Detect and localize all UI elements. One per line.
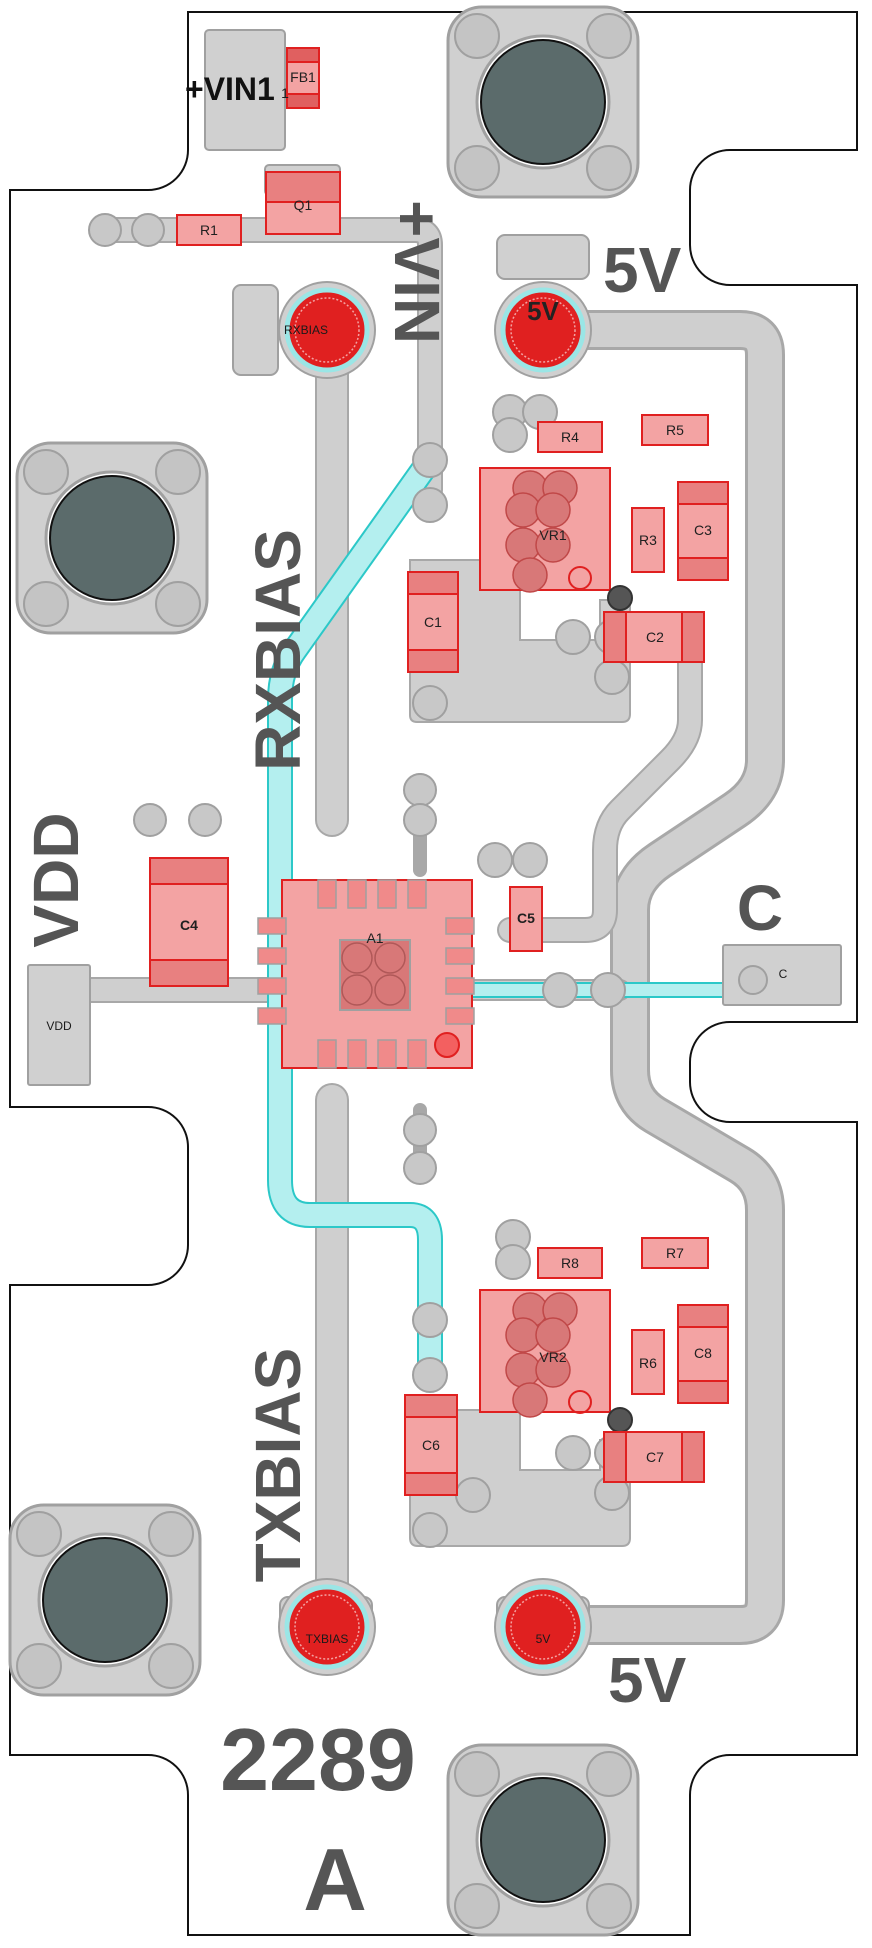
mount-hole-left-upper <box>15 441 209 635</box>
pad-label-txbias: TXBIAS <box>306 1632 349 1646</box>
silkscreen: +VIN1 +VIN 5V RXBIAS VDD C TXBIAS 5V 228… <box>20 71 783 1929</box>
components <box>149 47 729 1496</box>
ref-fb1: FB1 <box>290 69 316 85</box>
ref-c7: C7 <box>646 1449 664 1465</box>
ref-c3: C3 <box>694 522 712 538</box>
r8-footprint <box>537 1247 603 1279</box>
r1-footprint <box>176 214 242 246</box>
silk-c: C <box>737 872 783 944</box>
ref-q1: Q1 <box>294 197 313 213</box>
silk-vin-left: +VIN1 <box>185 71 275 107</box>
silk-revision: A <box>303 1830 367 1929</box>
pad-label-5v-bottom: 5V <box>536 1632 551 1646</box>
ref-r1: R1 <box>200 222 218 238</box>
silk-txbias: TXBIAS <box>242 1348 314 1583</box>
mount-hole-left-lower <box>8 1503 202 1697</box>
silk-vdd: VDD <box>20 812 92 947</box>
ref-fb1-pin: 1 <box>281 85 289 101</box>
ref-r5: R5 <box>666 422 684 438</box>
pad-labels: RXBIAS 5V VDD C TXBIAS 5V <box>46 296 787 1646</box>
silk-rxbias: RXBIAS <box>242 529 314 771</box>
ref-r6: R6 <box>639 1355 657 1371</box>
ref-r4: R4 <box>561 429 579 445</box>
ref-r8: R8 <box>561 1255 579 1271</box>
silk-vin-top: +VIN <box>381 200 453 344</box>
ref-r3: R3 <box>639 532 657 548</box>
pad-label-c: C <box>779 967 788 981</box>
r5-footprint <box>641 414 709 446</box>
mount-hole-bottom-right <box>446 1743 640 1937</box>
ref-c1: C1 <box>424 614 442 630</box>
pad-label-vdd: VDD <box>46 1019 72 1033</box>
ref-r7: R7 <box>666 1245 684 1261</box>
silk-5v-bottom: 5V <box>608 1644 687 1716</box>
pad-label-rxbias: RXBIAS <box>284 323 328 337</box>
ref-c2: C2 <box>646 629 664 645</box>
test-points <box>278 281 592 1676</box>
ref-c6: C6 <box>422 1437 440 1453</box>
reference-designators: FB1 1 Q1 R1 R4 R5 VR1 R3 C3 C1 C2 C4 C5 … <box>180 69 712 1465</box>
silk-part-number: 2289 <box>220 1710 416 1809</box>
ref-c8: C8 <box>694 1345 712 1361</box>
ref-a1: A1 <box>366 930 383 946</box>
ref-c4: C4 <box>180 917 198 933</box>
ref-c5: C5 <box>517 910 535 926</box>
r6-footprint <box>631 1329 665 1395</box>
pad-label-5v-top: 5V <box>527 296 559 326</box>
r3-footprint <box>631 507 665 573</box>
c5-footprint <box>509 886 543 952</box>
r7-footprint <box>641 1237 709 1269</box>
mount-hole-top-right <box>446 5 640 199</box>
ref-vr2: VR2 <box>539 1349 566 1365</box>
silk-5v-top: 5V <box>603 234 682 306</box>
r4-footprint <box>537 421 603 453</box>
ref-vr1: VR1 <box>539 527 566 543</box>
mount-holes <box>8 5 640 1937</box>
